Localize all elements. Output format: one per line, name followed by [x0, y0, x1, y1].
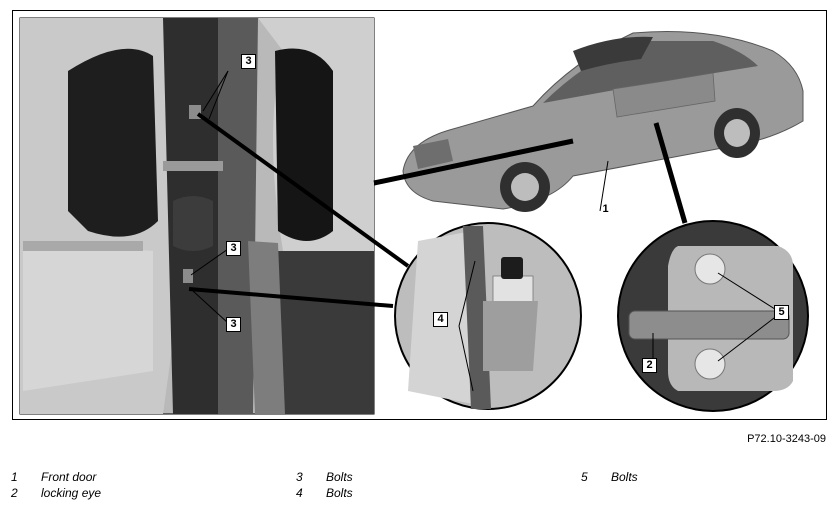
diagram-illustration	[19, 17, 809, 415]
legend-item-3: 3 Bolts	[296, 470, 353, 484]
legend-number: 1	[11, 470, 18, 484]
legend-number: 5	[581, 470, 588, 484]
legend-text: Bolts	[611, 470, 638, 484]
callout-4: 4	[433, 312, 448, 327]
callout-3-lower: 3	[226, 317, 241, 332]
leader-lines	[188, 70, 688, 324]
legend-number: 4	[296, 486, 303, 500]
callout-3-upper: 3	[241, 54, 256, 69]
legend-item-1: 1 Front door	[11, 470, 96, 484]
legend-item-4: 4 Bolts	[296, 486, 353, 500]
car-illustration	[402, 31, 804, 212]
diagram-figure: 3 3 3 1 4 5 2	[12, 10, 827, 420]
legend-number: 3	[296, 470, 303, 484]
callout-1: 1	[602, 203, 609, 215]
callout-2: 2	[642, 358, 657, 373]
figure-reference: P72.10-3243-09	[747, 433, 826, 445]
legend-text: Bolts	[326, 470, 353, 484]
legend-number: 2	[11, 486, 18, 500]
legend-text: Bolts	[326, 486, 353, 500]
callout-5: 5	[774, 305, 789, 320]
legend-text: Front door	[41, 470, 97, 484]
legend-item-5: 5 Bolts	[581, 470, 638, 484]
door-pillar-photo	[19, 17, 375, 415]
legend-text: locking eye	[41, 486, 102, 500]
legend-item-2: 2 locking eye	[11, 486, 101, 500]
detail-circle-hinge	[394, 222, 582, 410]
detail-circle-striker	[617, 220, 809, 412]
callout-3-middle: 3	[226, 241, 241, 256]
